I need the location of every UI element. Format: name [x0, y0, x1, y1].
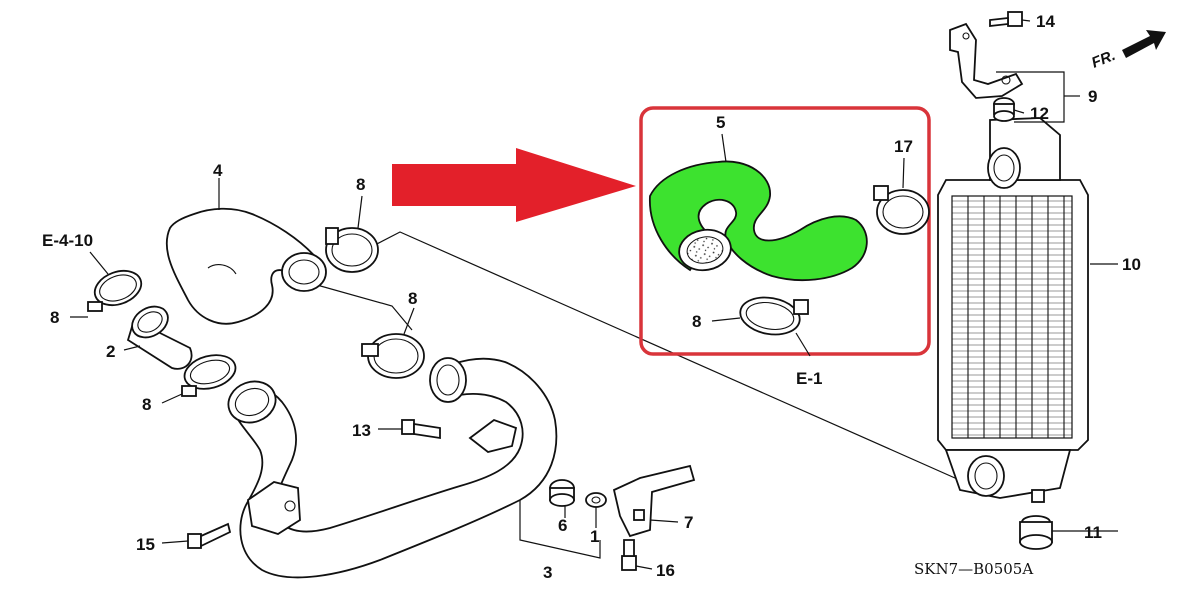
part-7-bracket	[612, 464, 696, 538]
part-15-bolt	[187, 522, 232, 549]
part-3-lower-hose	[227, 357, 558, 579]
highlight-frame	[639, 106, 931, 356]
core-tubes	[967, 196, 1065, 438]
part-6-grommet	[549, 479, 575, 507]
callout-8: 8	[692, 312, 701, 331]
reference-e-4-10: E-4-10	[42, 231, 93, 250]
callout-15: 15	[136, 535, 155, 554]
part-13-bolt	[401, 419, 441, 440]
clamp-17	[873, 185, 930, 235]
part-5-highlighted-hose	[649, 160, 868, 281]
clamp-in-frame	[739, 296, 809, 336]
part-1-collar	[585, 492, 607, 508]
part-10-intercooler	[937, 117, 1089, 503]
fr-arrow-icon	[1122, 30, 1166, 58]
clamp-upper-middle	[325, 227, 379, 273]
callout-14: 14	[1036, 12, 1055, 31]
part-16-bolt	[621, 539, 637, 571]
callout-9: 9	[1088, 87, 1097, 106]
clamp-upper-left	[87, 269, 143, 312]
callout-17: 17	[894, 137, 913, 156]
part-11-mount	[1019, 515, 1053, 550]
front-direction-indicator: FR.	[1089, 30, 1166, 72]
diagram-code: SKN7—B0505A	[914, 560, 1033, 578]
callout-8: 8	[408, 289, 417, 308]
callout-8: 8	[356, 175, 365, 194]
part-9-bracket	[949, 22, 1024, 99]
callout-13: 13	[352, 421, 371, 440]
callout-12: 12	[1030, 104, 1049, 123]
part-14-bolt	[989, 11, 1023, 28]
callout-2: 2	[106, 342, 115, 361]
reference-e-1: E-1	[796, 369, 822, 388]
callout-5: 5	[716, 113, 725, 132]
callout-8: 8	[142, 395, 151, 414]
part-2-coupler	[126, 305, 193, 370]
clamp-lower-left	[181, 354, 237, 397]
callout-11: 11	[1084, 523, 1102, 542]
callout-8: 8	[50, 308, 59, 327]
callout-6: 6	[558, 516, 567, 535]
callout-3: 3	[543, 563, 552, 582]
fr-label: FR.	[1089, 47, 1118, 72]
callout-16: 16	[656, 561, 675, 580]
callout-7: 7	[684, 513, 693, 532]
red-pointer-arrow	[392, 148, 636, 222]
part-4-intake-hose	[165, 207, 327, 325]
clamp-center	[361, 333, 425, 379]
callout-leaders	[70, 19, 1118, 570]
callout-4: 4	[213, 161, 223, 180]
part-12-grommet	[993, 97, 1015, 122]
callout-1: 1	[590, 527, 599, 546]
callout-10: 10	[1122, 255, 1141, 274]
